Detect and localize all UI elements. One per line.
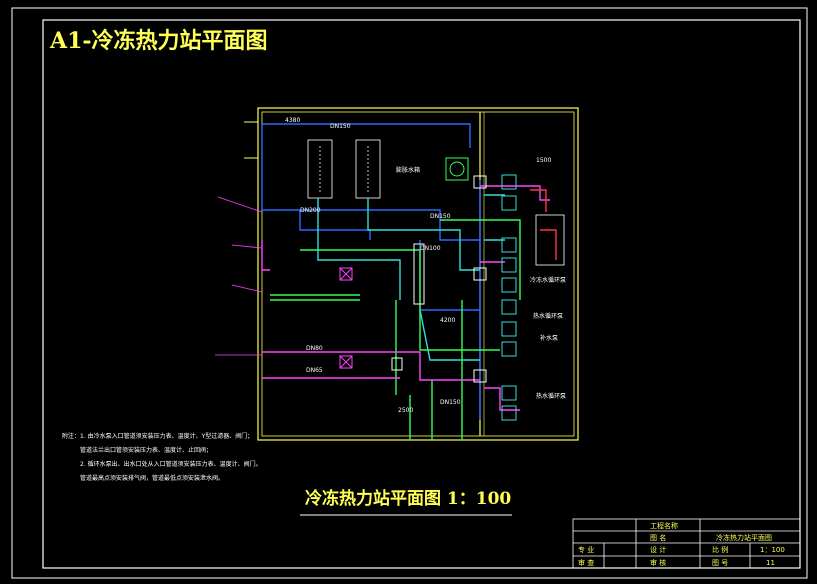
tb-scale-value: 1：100: [760, 546, 785, 554]
expansion-tank: [445, 157, 469, 181]
left-leaders: [215, 196, 263, 356]
label-dim-4200: 4200: [440, 317, 455, 324]
label-dim-4380: 4380: [285, 117, 300, 124]
tb-project-label: 工程名称: [650, 521, 678, 530]
tb-check-label: 审 核: [650, 558, 666, 567]
valve-symbols: [339, 175, 487, 383]
tb-sheet-label: 图 号: [712, 559, 728, 567]
label-dn80: DN80: [306, 345, 323, 352]
note-line-2: 管道法兰出口管须安装压力表、温度计、止回阀；: [80, 446, 212, 454]
label-dn150-c: DN150: [440, 399, 461, 406]
outer-frame: [11, 7, 808, 579]
building-walls: [244, 107, 579, 441]
title-block: [572, 518, 801, 569]
label-dim-1500: 1500: [536, 157, 551, 164]
label-tank: 膨胀水箱: [396, 166, 420, 174]
label-dn200: DN200: [300, 207, 321, 214]
label-right-3: 补水泵: [540, 334, 558, 342]
drawing-title: 冷冻热力站平面图 1：100: [305, 488, 511, 509]
inner-frame: [42, 19, 801, 569]
label-right-1: 冷冻水循环泵: [530, 276, 566, 284]
label-right-4: 热水循环泵: [536, 392, 566, 400]
label-dn150-b: DN150: [430, 213, 451, 220]
pipe-network: [261, 123, 557, 440]
tb-major-label: 专 业: [578, 545, 594, 554]
tb-drawing-label: 图 名: [650, 533, 666, 542]
chiller-1: [307, 139, 333, 199]
control-cabinet: [535, 214, 565, 266]
sheet-header-title: A1-冷冻热力站平面图: [49, 28, 268, 54]
chiller-units: [307, 139, 381, 199]
note-line-1: 附注：1. 由冷水泵入口管道须安装压力表、温度计、Y型过滤器、阀门；: [62, 432, 253, 440]
note-line-3: 2. 循环水泵出、出水口处从入口管道须安装压力表、温度计、阀门。: [80, 460, 262, 468]
label-dn150-a: DN150: [330, 123, 351, 130]
label-dn100: DN100: [420, 245, 441, 252]
notes-block: 附注：1. 由冷水泵入口管道须安装压力表、温度计、Y型过滤器、阀门； 管道法兰出…: [62, 432, 262, 482]
tb-sheet-value: 11: [766, 559, 775, 567]
tb-scale-label: 比 例: [712, 545, 728, 554]
pump-group: [501, 174, 517, 421]
tb-design-label: 设 计: [650, 545, 666, 554]
tb-review-label: 审 查: [578, 558, 594, 567]
label-dn65: DN65: [306, 367, 323, 374]
label-right-2: 热水循环泵: [533, 312, 563, 320]
note-line-4: 管道最高点须安装排气阀，管道最低点须安装泄水阀。: [80, 474, 224, 482]
tb-drawing-name: 冷冻热力站平面图: [716, 533, 772, 542]
chiller-2: [355, 139, 381, 199]
label-dim-2500: 2500: [398, 407, 413, 414]
